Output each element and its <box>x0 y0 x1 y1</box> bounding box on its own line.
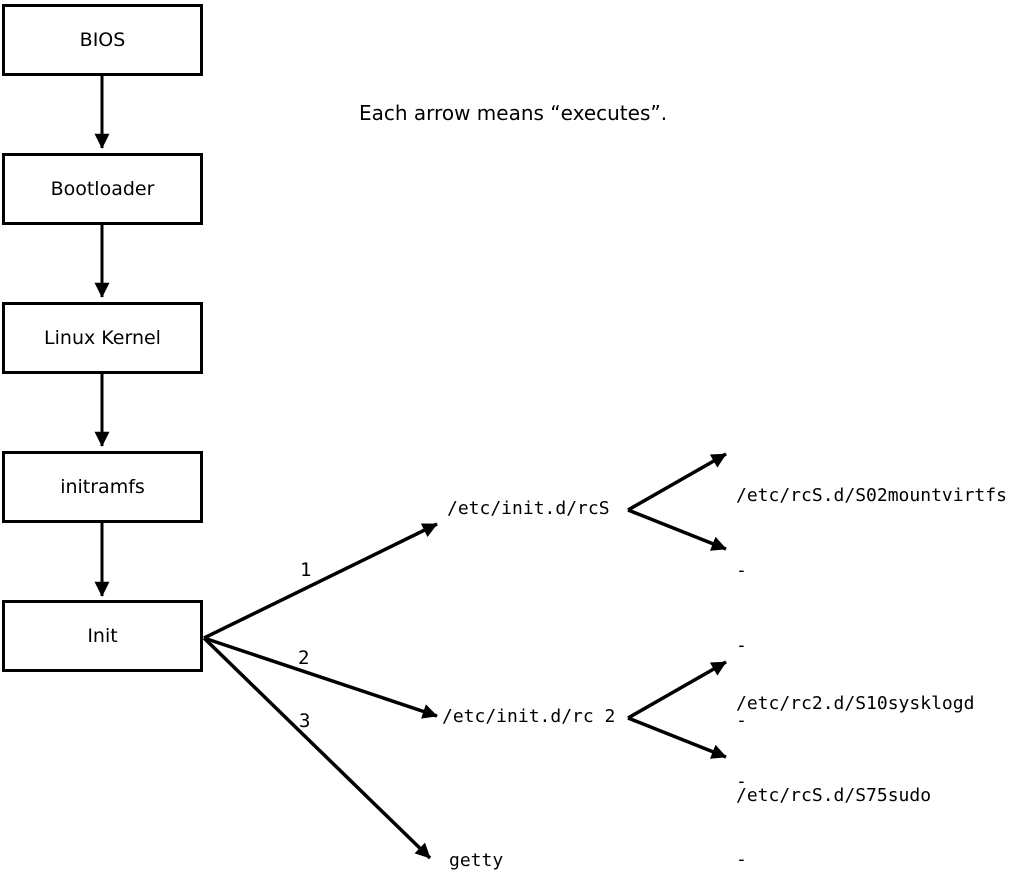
node-initramfs: initramfs <box>2 451 203 523</box>
rcs-ellipsis-dash: - <box>736 560 747 581</box>
rcs-script-list: /etc/rcS.d/S02mountvirtfs - - - /etc/rcS… <box>736 433 1007 858</box>
arrow-rc2-to-s99gdm <box>627 716 727 759</box>
target-rcs: /etc/init.d/rcS <box>447 498 610 519</box>
arrow-init-to-rcs <box>203 522 438 640</box>
rc2-ellipsis-dash: - <box>736 771 747 792</box>
arrow-rcs-to-s02mountvirtfs <box>627 452 727 512</box>
rc2-script-first: /etc/rc2.d/S10sysklogd <box>736 693 975 714</box>
arrow-init-to-getty <box>202 636 432 860</box>
target-rc2: /etc/init.d/rc 2 <box>442 706 616 727</box>
node-linux-kernel-label: Linux Kernel <box>44 327 161 349</box>
arrow-rcs-to-s75sudo <box>627 508 727 551</box>
node-bios-label: BIOS <box>79 29 126 51</box>
node-init: Init <box>2 600 203 672</box>
rcs-script-first: /etc/rcS.d/S02mountvirtfs <box>736 485 1007 506</box>
rc2-script-list: /etc/rc2.d/S10sysklogd - - - /etc/rc2.d/… <box>736 639 974 875</box>
node-bootloader-label: Bootloader <box>50 178 155 200</box>
branch-order-2: 2 <box>298 647 310 669</box>
arrow-init-to-rc2 <box>203 636 438 719</box>
rcs-ellipsis-dash: - <box>736 635 747 656</box>
node-bios: BIOS <box>2 4 203 76</box>
arrow-rc2-to-s10sysklogd <box>627 660 727 720</box>
node-linux-kernel: Linux Kernel <box>2 302 203 374</box>
node-bootloader: Bootloader <box>2 153 203 225</box>
rcs-ellipsis-dash: - <box>736 710 747 731</box>
rc2-ellipsis-dash: - <box>736 849 747 870</box>
branch-order-3: 3 <box>299 710 311 732</box>
rcs-script-last: /etc/rcS.d/S75sudo <box>736 785 932 806</box>
node-init-label: Init <box>87 625 118 647</box>
legend-note: Each arrow means “executes”. <box>359 101 668 125</box>
target-getty: getty <box>449 850 504 871</box>
branch-order-1: 1 <box>300 559 312 581</box>
node-initramfs-label: initramfs <box>60 476 145 498</box>
